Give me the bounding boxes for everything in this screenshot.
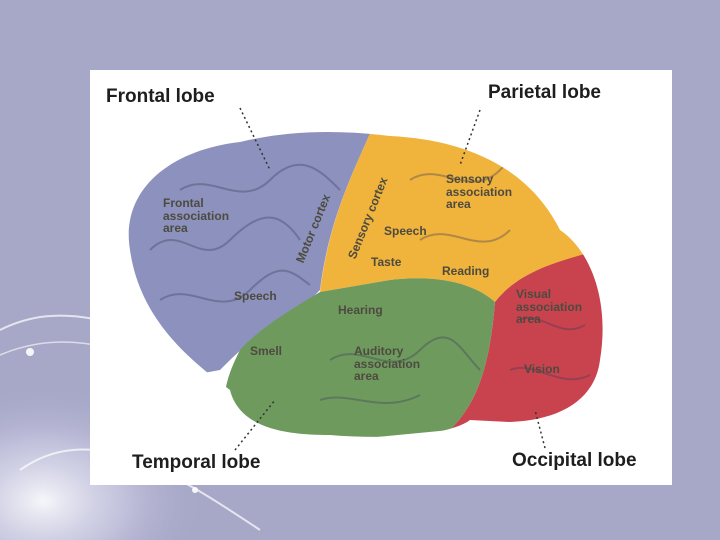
temporal-lobe-label: Temporal lobe xyxy=(132,452,261,473)
occipital-lobe-label: Occipital lobe xyxy=(512,450,637,471)
decorative-dot xyxy=(192,487,198,493)
brain-illustration xyxy=(128,107,603,451)
visual-association-area-label: Visual association area xyxy=(516,287,583,327)
temporal-lobe-region xyxy=(224,278,495,437)
frontal-association-area-label: Frontal association area xyxy=(163,196,230,236)
taste-label: Taste xyxy=(371,255,402,269)
brain-diagram-panel: Frontal lobe Parietal lobe Temporal lobe… xyxy=(90,70,672,485)
speech-lower-label: Speech xyxy=(234,289,277,303)
frontal-lobe-region xyxy=(128,132,380,390)
sensory-association-area-label: Sensory association area xyxy=(446,172,513,212)
vision-label: Vision xyxy=(524,362,560,376)
occipital-lobe-region xyxy=(450,245,603,430)
hearing-label: Hearing xyxy=(338,303,383,317)
decorative-dot xyxy=(26,348,34,356)
occipital-lobe-pointer xyxy=(534,409,546,449)
speech-upper-label: Speech xyxy=(384,224,427,238)
temporal-lobe-pointer xyxy=(234,399,276,451)
parietal-lobe-label: Parietal lobe xyxy=(488,82,601,103)
smell-label: Smell xyxy=(250,344,283,358)
frontal-lobe-pointer xyxy=(239,107,271,171)
auditory-association-area-label: Auditory association area xyxy=(354,344,421,384)
frontal-lobe-label: Frontal lobe xyxy=(106,86,215,107)
reading-label: Reading xyxy=(442,264,490,278)
